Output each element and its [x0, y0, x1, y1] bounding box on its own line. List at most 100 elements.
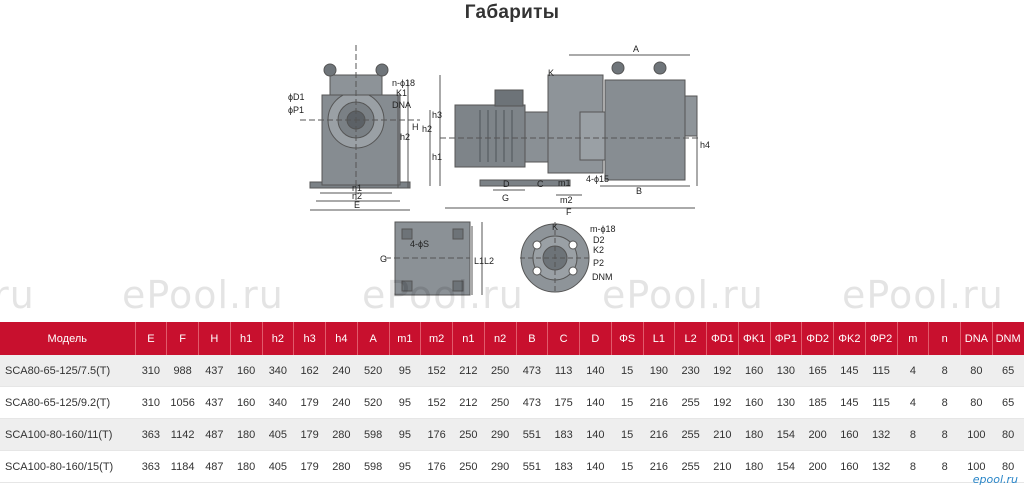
- column-header: D: [579, 322, 612, 355]
- watermark-1: .ru: [0, 273, 35, 317]
- table-cell: 95: [389, 418, 421, 451]
- table-cell: 598: [357, 418, 389, 451]
- column-header: C: [547, 322, 580, 355]
- table-cell: 183: [547, 418, 580, 451]
- table-cell: 95: [398, 396, 411, 409]
- table-cell: 1142: [166, 418, 199, 451]
- label-a: A: [633, 44, 639, 54]
- table-cell: 210: [713, 460, 732, 473]
- table-cell: 551: [522, 460, 542, 473]
- column-header: H: [198, 322, 231, 355]
- label-k2: K2: [593, 245, 604, 255]
- table-cell: 250: [484, 355, 516, 387]
- column-header: h4: [325, 322, 358, 355]
- table-cell: 65: [1002, 396, 1015, 409]
- column-header: m2: [420, 322, 453, 355]
- table-cell: 65: [992, 355, 1024, 387]
- label-h3: h3: [432, 110, 442, 120]
- label-dna: DNA: [392, 100, 411, 110]
- table-cell: 160: [738, 355, 770, 387]
- table-cell: 140: [579, 355, 612, 387]
- table-cell: 405: [262, 418, 294, 451]
- column-header: n2: [484, 322, 517, 355]
- table-cell: 180: [230, 418, 262, 451]
- table-cell: 154: [770, 418, 802, 451]
- table-cell: 310: [141, 396, 161, 409]
- label-p1: ϕP1: [288, 105, 304, 115]
- table-cell: 280: [332, 460, 351, 473]
- table-cell: 487: [205, 460, 224, 473]
- table-cell: 216: [649, 396, 669, 409]
- table-cell: 192: [713, 396, 732, 409]
- table-cell: 179: [300, 460, 319, 473]
- table-cell: 152: [427, 396, 446, 409]
- column-header: B: [516, 322, 549, 355]
- table-cell: 230: [674, 355, 707, 387]
- table-cell: 152: [420, 355, 453, 387]
- table-cell: 340: [268, 396, 288, 409]
- table-cell: 520: [363, 396, 383, 409]
- label-n2: n2: [352, 191, 362, 201]
- label-d: D: [503, 179, 510, 189]
- table-cell: 160: [230, 355, 262, 387]
- table-cell: 190: [643, 355, 675, 387]
- column-header: L1: [643, 322, 676, 355]
- table-cell: 15: [611, 355, 643, 387]
- table-cell: 180: [744, 460, 764, 473]
- table-cell: 176: [420, 418, 453, 451]
- table-cell: 1056: [170, 396, 195, 409]
- table-cell: 250: [452, 418, 485, 451]
- column-header: n: [928, 322, 961, 355]
- table-cell: 160: [840, 460, 859, 473]
- column-header: ΦK2: [833, 322, 866, 355]
- table-cell: 100: [967, 460, 986, 473]
- column-header: E: [135, 322, 168, 355]
- column-header-model: Модель: [0, 322, 136, 355]
- table-cell: 437: [205, 396, 224, 409]
- watermark-2: ePool.ru: [122, 273, 284, 317]
- label-s-hole: 4-ϕS: [410, 239, 429, 249]
- table-cell: 216: [643, 418, 675, 451]
- table-cell: 4: [897, 355, 929, 387]
- flange-view: [520, 222, 590, 294]
- table-cell: 8: [941, 460, 948, 473]
- label-l1: L1: [474, 256, 484, 266]
- column-header: DNA: [960, 322, 993, 355]
- table-cell: 15: [611, 418, 643, 451]
- table-cell: 165: [801, 355, 834, 387]
- table-cell: 175: [554, 396, 573, 409]
- table-cell: 183: [554, 460, 573, 473]
- column-header: ΦP1: [770, 322, 803, 355]
- label-m-hole: m-ϕ18: [590, 224, 616, 234]
- table-cell: 145: [840, 396, 859, 409]
- watermark-4: ePool.ru: [602, 273, 764, 317]
- table-cell: 176: [427, 460, 446, 473]
- table-cell: 255: [681, 460, 700, 473]
- label-d2: D2: [593, 235, 605, 245]
- label-m2: m2: [560, 195, 573, 205]
- table-cell: 132: [871, 460, 891, 473]
- table-cell: 132: [865, 418, 897, 451]
- label-bolt: 4-ϕ15: [586, 174, 609, 184]
- table-cell: 212: [452, 355, 485, 387]
- column-header: ΦD1: [706, 322, 739, 355]
- label-n-hole: n-ϕ18: [392, 78, 415, 88]
- label-h2-front: h2: [400, 132, 410, 142]
- table-cell: 80: [992, 418, 1024, 451]
- table-cell: 598: [363, 460, 383, 473]
- table-cell: 115: [865, 355, 897, 387]
- label-d1: ϕD1: [288, 92, 305, 102]
- table-cell: 80: [970, 396, 983, 409]
- table-cell: 310: [135, 355, 167, 387]
- table-cell: 179: [300, 396, 319, 409]
- table-cell: 180: [236, 460, 256, 473]
- table-cell: 130: [776, 396, 796, 409]
- label-l2: L2: [484, 256, 494, 266]
- table-cell: 473: [522, 396, 542, 409]
- label-n1: n1: [352, 183, 362, 193]
- model-cell: SCA80-65-125/7.5(T): [0, 355, 135, 387]
- table-cell: 100: [960, 418, 993, 451]
- base-plate-view: [385, 221, 483, 296]
